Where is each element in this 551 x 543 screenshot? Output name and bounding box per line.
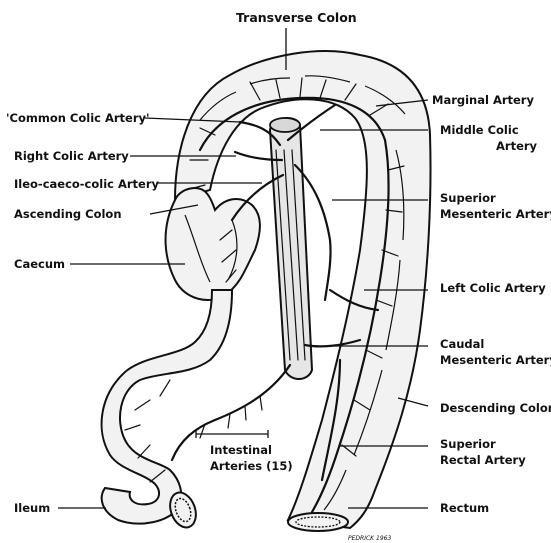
artist-signature: PEDRICK 1963 — [348, 535, 391, 542]
label-intestinal-arteries-2: Arteries (15) — [210, 459, 293, 473]
label-ileo-caeco-colic-artery: Ileo-caeco-colic Artery — [14, 177, 160, 191]
label-marginal-artery: Marginal Artery — [432, 93, 534, 107]
label-superior-rectal-artery-2: Rectal Artery — [440, 453, 526, 467]
label-caecum: Caecum — [14, 257, 65, 271]
ascending-colon-caecum — [166, 188, 260, 300]
label-transverse-colon: Transverse Colon — [236, 10, 357, 25]
label-common-colic-artery: 'Common Colic Artery' — [6, 111, 150, 125]
label-caudal-mesenteric-artery-1: Caudal — [440, 337, 484, 351]
label-rectum: Rectum — [440, 501, 489, 515]
label-middle-colic-artery-2: Artery — [496, 139, 538, 153]
rectum-end — [288, 513, 348, 531]
label-intestinal-arteries-1: Intestinal — [210, 443, 272, 457]
label-right-colic-artery: Right Colic Artery — [14, 149, 129, 163]
label-ileum: Ileum — [14, 501, 50, 515]
label-descending-colon: Descending Colon — [440, 401, 551, 415]
label-caudal-mesenteric-artery-2: Mesenteric Artery — [440, 353, 551, 367]
label-superior-mesenteric-artery-1: Superior — [440, 191, 496, 205]
label-superior-mesenteric-artery-2: Mesenteric Artery — [440, 207, 551, 221]
label-ascending-colon: Ascending Colon — [14, 207, 122, 221]
label-left-colic-artery: Left Colic Artery — [440, 281, 546, 295]
ileum-loop — [102, 290, 232, 531]
label-superior-rectal-artery-1: Superior — [440, 437, 496, 451]
label-middle-colic-artery-1: Middle Colic — [440, 123, 519, 137]
aorta-vessel — [270, 118, 312, 379]
